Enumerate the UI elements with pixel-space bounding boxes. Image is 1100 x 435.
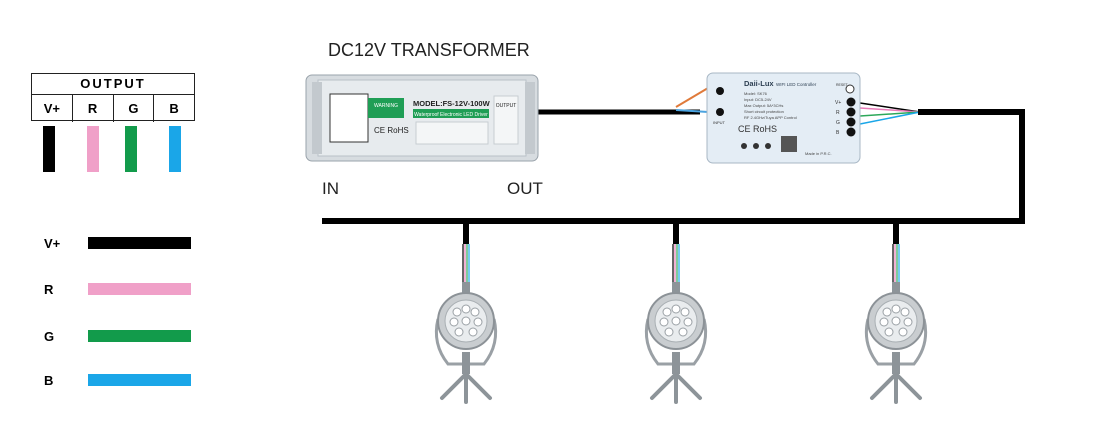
out-label: OUT [507,179,543,198]
lamp-1 [434,222,498,404]
legend-bar-vplus [88,237,191,249]
output-wire-r [87,126,99,172]
controller-port-label-g: G [836,120,840,126]
controller-port-label-b: B [836,130,840,136]
output-col-g: G [114,95,155,122]
output-col-vplus: V+ [32,95,73,122]
controller-body [706,72,861,164]
in-label: IN [322,179,339,198]
legend-bar-r [88,283,191,295]
output-wire-g [125,126,137,172]
wifi-controller: INPUT Daii-Lux WIFI LED Controller Model… [706,72,861,164]
ctrl-out-pink [859,107,921,113]
controller-spec-4: Short circuit protection [744,109,784,114]
controller-origin: Made in P.R.C. [805,151,832,156]
lamp-1-graphic [434,222,498,404]
lamp-3 [864,222,928,404]
controller-qr-icon [781,136,797,152]
diagram-title: DC12V TRANSFORMER [328,40,530,60]
legend-bar-b [88,374,191,386]
controller-port-r [846,107,856,117]
transformer-input-tag [329,93,369,143]
legend-label-g: G [44,329,55,344]
output-table-columns: V+ R G B [32,95,194,122]
controller-port-vplus [846,97,856,107]
lamp-2 [644,222,708,404]
legend-bar-g [88,330,191,342]
ctrl-out-blue [859,111,921,125]
controller-input-port-1 [716,87,724,95]
controller-spec-3: Max Output: 5A*3CHs [744,103,783,108]
controller-app-icon-1 [741,143,747,149]
controller-input-wire-blue [675,109,709,113]
controller-name: WIFI LED Controller [776,82,817,87]
controller-spec-2: Input: DC5-24V [744,97,772,102]
controller-brand: Daii-Lux [744,79,774,88]
transformer-spec-box [415,121,489,145]
transformer-warning-text: WARNING [374,103,398,109]
controller-cert: CE RoHS [738,124,777,134]
controller-input-port-2 [716,108,724,116]
legend-label-vplus: V+ [44,236,61,251]
rgb-bus-wire [322,109,1025,224]
transformer-cert: CE RoHS [374,126,409,135]
transformer-end-left [312,82,322,154]
controller-reset-label: RESET [836,83,849,87]
output-table: OUTPUT V+ R G B [31,73,195,122]
output-wire-b [169,126,181,172]
controller-port-b [846,127,856,137]
transformer-output-tag-text: OUTPUT [496,103,517,109]
controller-app-icon-3 [765,143,771,149]
output-col-r: R [73,95,114,122]
output-col-b: B [169,101,179,116]
transformer-warning-box [368,98,404,118]
legend-label-b: B [44,373,54,388]
controller-port-label-r: R [836,110,840,116]
controller-app-icon-2 [753,143,759,149]
controller-port-label-vplus: V+ [835,100,841,106]
lamp-3-graphic [864,222,928,404]
legend-label-r: R [44,282,54,297]
controller-input-wire-orange [675,87,709,108]
bus-wires [322,87,1025,224]
transformer: WARNING CE RoHS MODEL:FS-12V-100W Waterp… [305,74,539,162]
output-wire-vplus [43,126,55,172]
transformer-subtitle: Waterproof Electronic LED Driver [414,112,488,118]
controller-reset-button-icon [845,84,855,94]
controller-port-g [846,117,856,127]
transformer-output-tag [493,95,519,145]
lamp-2-graphic [644,222,708,404]
transformer-end-right [525,82,535,154]
controller-input-label: INPUT [713,120,726,125]
transformer-model: MODEL:FS-12V-100W [413,99,491,108]
controller-spec-1: Model: SK76 [744,91,768,96]
controller-spec-5: RF 2.4GHz/Tuya APP Control [744,115,797,120]
ctrl-out-green [859,111,921,117]
output-table-header: OUTPUT [32,74,194,95]
transformer-subtitle-band [413,109,489,118]
ctrl-out-black [859,102,921,113]
